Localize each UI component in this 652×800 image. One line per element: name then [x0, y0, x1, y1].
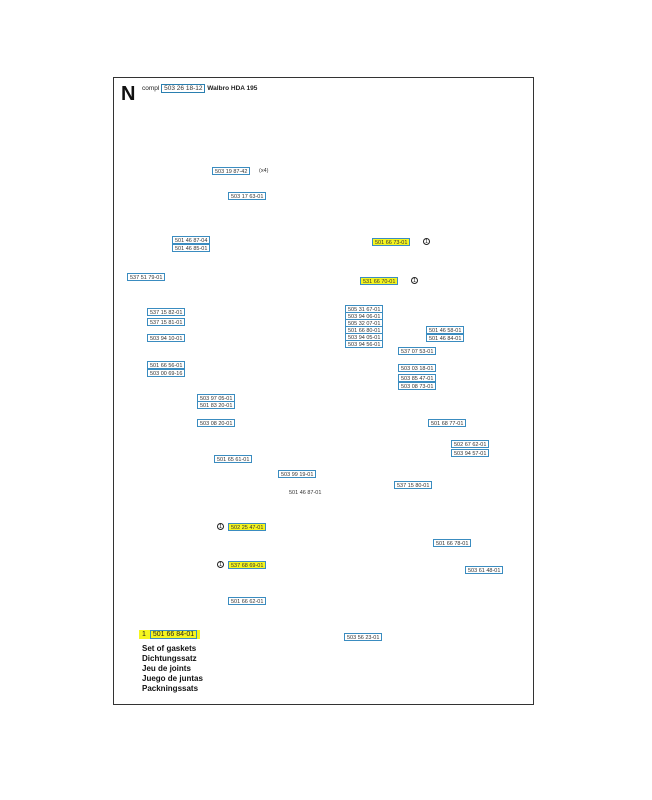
- part-number-label[interactable]: 501 83 20-01: [197, 401, 236, 409]
- part-number-label[interactable]: 503 17 63-01: [228, 192, 267, 200]
- part-number-label[interactable]: 501 46 85-01: [172, 244, 211, 252]
- legend-marker: 1: [142, 631, 146, 638]
- part-number-label[interactable]: 503 94 57-01: [451, 449, 490, 457]
- part-number-label[interactable]: 501 46 87-04: [172, 236, 211, 244]
- section-letter: N: [121, 83, 136, 105]
- legend-part-number[interactable]: 501 66 84-01: [149, 630, 198, 639]
- part-number-label[interactable]: 503 19 87-42: [212, 167, 251, 175]
- part-number-label[interactable]: 501 68 77-01: [428, 419, 467, 427]
- part-number-label[interactable]: 501 66 56-01: [147, 361, 186, 369]
- header-prefix: compl: [142, 85, 160, 92]
- part-label-unboxed: 501 46 87-01: [289, 490, 322, 496]
- part-number-label[interactable]: 502 25 47-01: [228, 523, 267, 531]
- header-part-number[interactable]: 503 26 18-12: [161, 84, 206, 93]
- part-number-label[interactable]: 501 65 61-01: [214, 455, 253, 463]
- header-model: Walbro HDA 195: [207, 85, 258, 92]
- part-number-label[interactable]: 503 00 69-16: [147, 369, 186, 377]
- part-number-label[interactable]: 537 15 81-01: [147, 318, 186, 326]
- legend-line: Juego de juntas: [142, 674, 203, 683]
- part-number-label[interactable]: 537 07 53-01: [398, 347, 437, 355]
- legend-description: Set of gaskets Dichtungssatz Jeu de join…: [142, 644, 203, 694]
- part-number-label[interactable]: 503 85 47-01: [398, 374, 437, 382]
- part-number-label[interactable]: 501 46 58-01: [426, 326, 465, 334]
- gasket-set-marker: 1: [423, 238, 430, 245]
- legend-line: Jeu de joints: [142, 664, 191, 673]
- header: compl 503 26 18-12 Walbro HDA 195: [142, 84, 258, 93]
- part-number-label[interactable]: 537 68 69-01: [228, 561, 267, 569]
- quantity-note: (x4): [259, 168, 269, 174]
- legend-code[interactable]: 1 501 66 84-01: [139, 630, 201, 639]
- diagram-frame: [113, 77, 534, 705]
- part-number-label[interactable]: 502 67 62-01: [451, 440, 490, 448]
- part-number-label[interactable]: 503 08 73-01: [398, 382, 437, 390]
- part-number-label[interactable]: 503 61 48-01: [465, 566, 504, 574]
- part-number-label[interactable]: 537 51 79-01: [127, 273, 166, 281]
- part-number-label[interactable]: 537 15 80-01: [394, 481, 433, 489]
- gasket-set-marker: 1: [217, 523, 224, 530]
- part-number-label[interactable]: 501 46 84-01: [426, 334, 465, 342]
- part-number-label[interactable]: 501 66 62-01: [228, 597, 267, 605]
- part-number-label[interactable]: 503 94 10-01: [147, 334, 186, 342]
- gasket-set-marker: 1: [217, 561, 224, 568]
- legend-line: Dichtungssatz: [142, 654, 197, 663]
- part-number-label[interactable]: 503 03 18-01: [398, 364, 437, 372]
- gasket-set-marker: 1: [411, 277, 418, 284]
- part-number-label[interactable]: 503 99 19-01: [278, 470, 317, 478]
- part-number-label[interactable]: 531 66 70-01: [360, 277, 399, 285]
- legend-line: Set of gaskets: [142, 644, 197, 653]
- legend-line: Packningssats: [142, 684, 199, 693]
- part-number-label[interactable]: 503 56 23-01: [344, 633, 383, 641]
- part-number-label[interactable]: 501 66 73-01: [372, 238, 411, 246]
- part-number-label[interactable]: 501 66 78-01: [433, 539, 472, 547]
- part-number-label[interactable]: 537 15 82-01: [147, 308, 186, 316]
- part-number-label[interactable]: 503 94 56-01: [345, 340, 384, 348]
- part-number-label[interactable]: 503 08 20-01: [197, 419, 236, 427]
